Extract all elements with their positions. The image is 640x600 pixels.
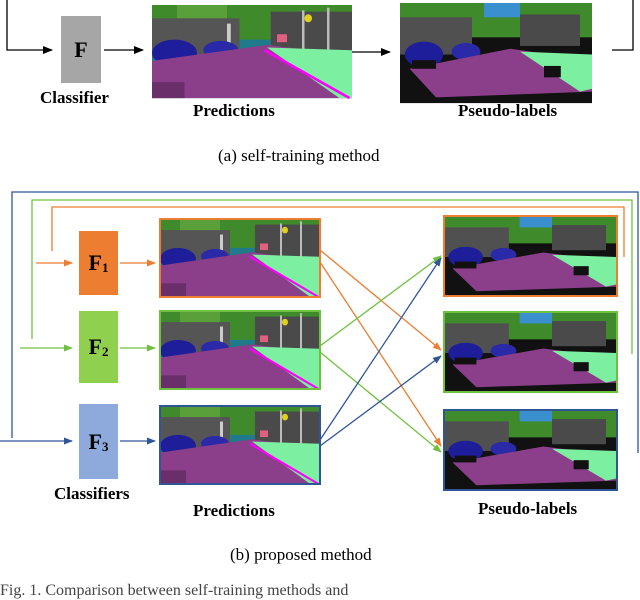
arrow-pred3-to-pseudo1 bbox=[319, 257, 442, 441]
cross-arrows bbox=[319, 249, 442, 453]
prediction-image-3 bbox=[158, 404, 322, 485]
figure-caption-fragment: Fig. 1. Comparison between self-training… bbox=[0, 582, 349, 599]
classifier-label: Classifier bbox=[40, 88, 109, 107]
classifier-f3-subscript: 3 bbox=[101, 438, 109, 454]
arrow-pred2-to-pseudo1 bbox=[319, 255, 442, 347]
top-predictions-image bbox=[150, 3, 354, 100]
outer-orange-loop bbox=[51, 206, 625, 257]
pseudo-label-image-2 bbox=[443, 311, 618, 393]
arrow-pred2-to-pseudo3 bbox=[319, 351, 442, 453]
top-pseudo-labels-label: Pseudo-labels bbox=[458, 101, 558, 120]
prediction-image-2 bbox=[158, 309, 322, 390]
bottom-predictions-label: Predictions bbox=[193, 501, 275, 520]
classifier-f2-letter: F bbox=[88, 334, 102, 359]
pseudo-label-image-1 bbox=[443, 215, 618, 297]
classifier-f2-subscript: 2 bbox=[101, 344, 109, 359]
outer-green-loop bbox=[31, 199, 633, 354]
classifier-f1-letter: F bbox=[88, 250, 102, 275]
pseudo-label-image-3 bbox=[443, 409, 618, 491]
top-feedback-loop bbox=[6, 0, 634, 54]
caption-b: (b) proposed method bbox=[230, 545, 372, 564]
caption-a: (a) self-training method bbox=[218, 146, 380, 165]
classifier-f1-subscript: 1 bbox=[101, 260, 109, 275]
arrow-pred1-to-pseudo3 bbox=[319, 261, 442, 447]
top-predictions-label: Predictions bbox=[193, 101, 275, 120]
bottom-pseudo-labels-label: Pseudo-labels bbox=[478, 499, 578, 518]
classifier-f-letter: F bbox=[74, 36, 88, 62]
classifiers-label: Classifiers bbox=[54, 484, 130, 503]
classifier-f3-letter: F bbox=[88, 428, 102, 454]
arrow-pred3-to-pseudo2 bbox=[319, 355, 442, 447]
arrow-pred1-to-pseudo2 bbox=[319, 249, 442, 351]
prediction-image-1 bbox=[158, 217, 322, 298]
outer-blue-loop bbox=[11, 191, 639, 453]
classifier-f-box: F bbox=[61, 16, 101, 83]
top-pseudo-labels-image bbox=[400, 3, 592, 104]
